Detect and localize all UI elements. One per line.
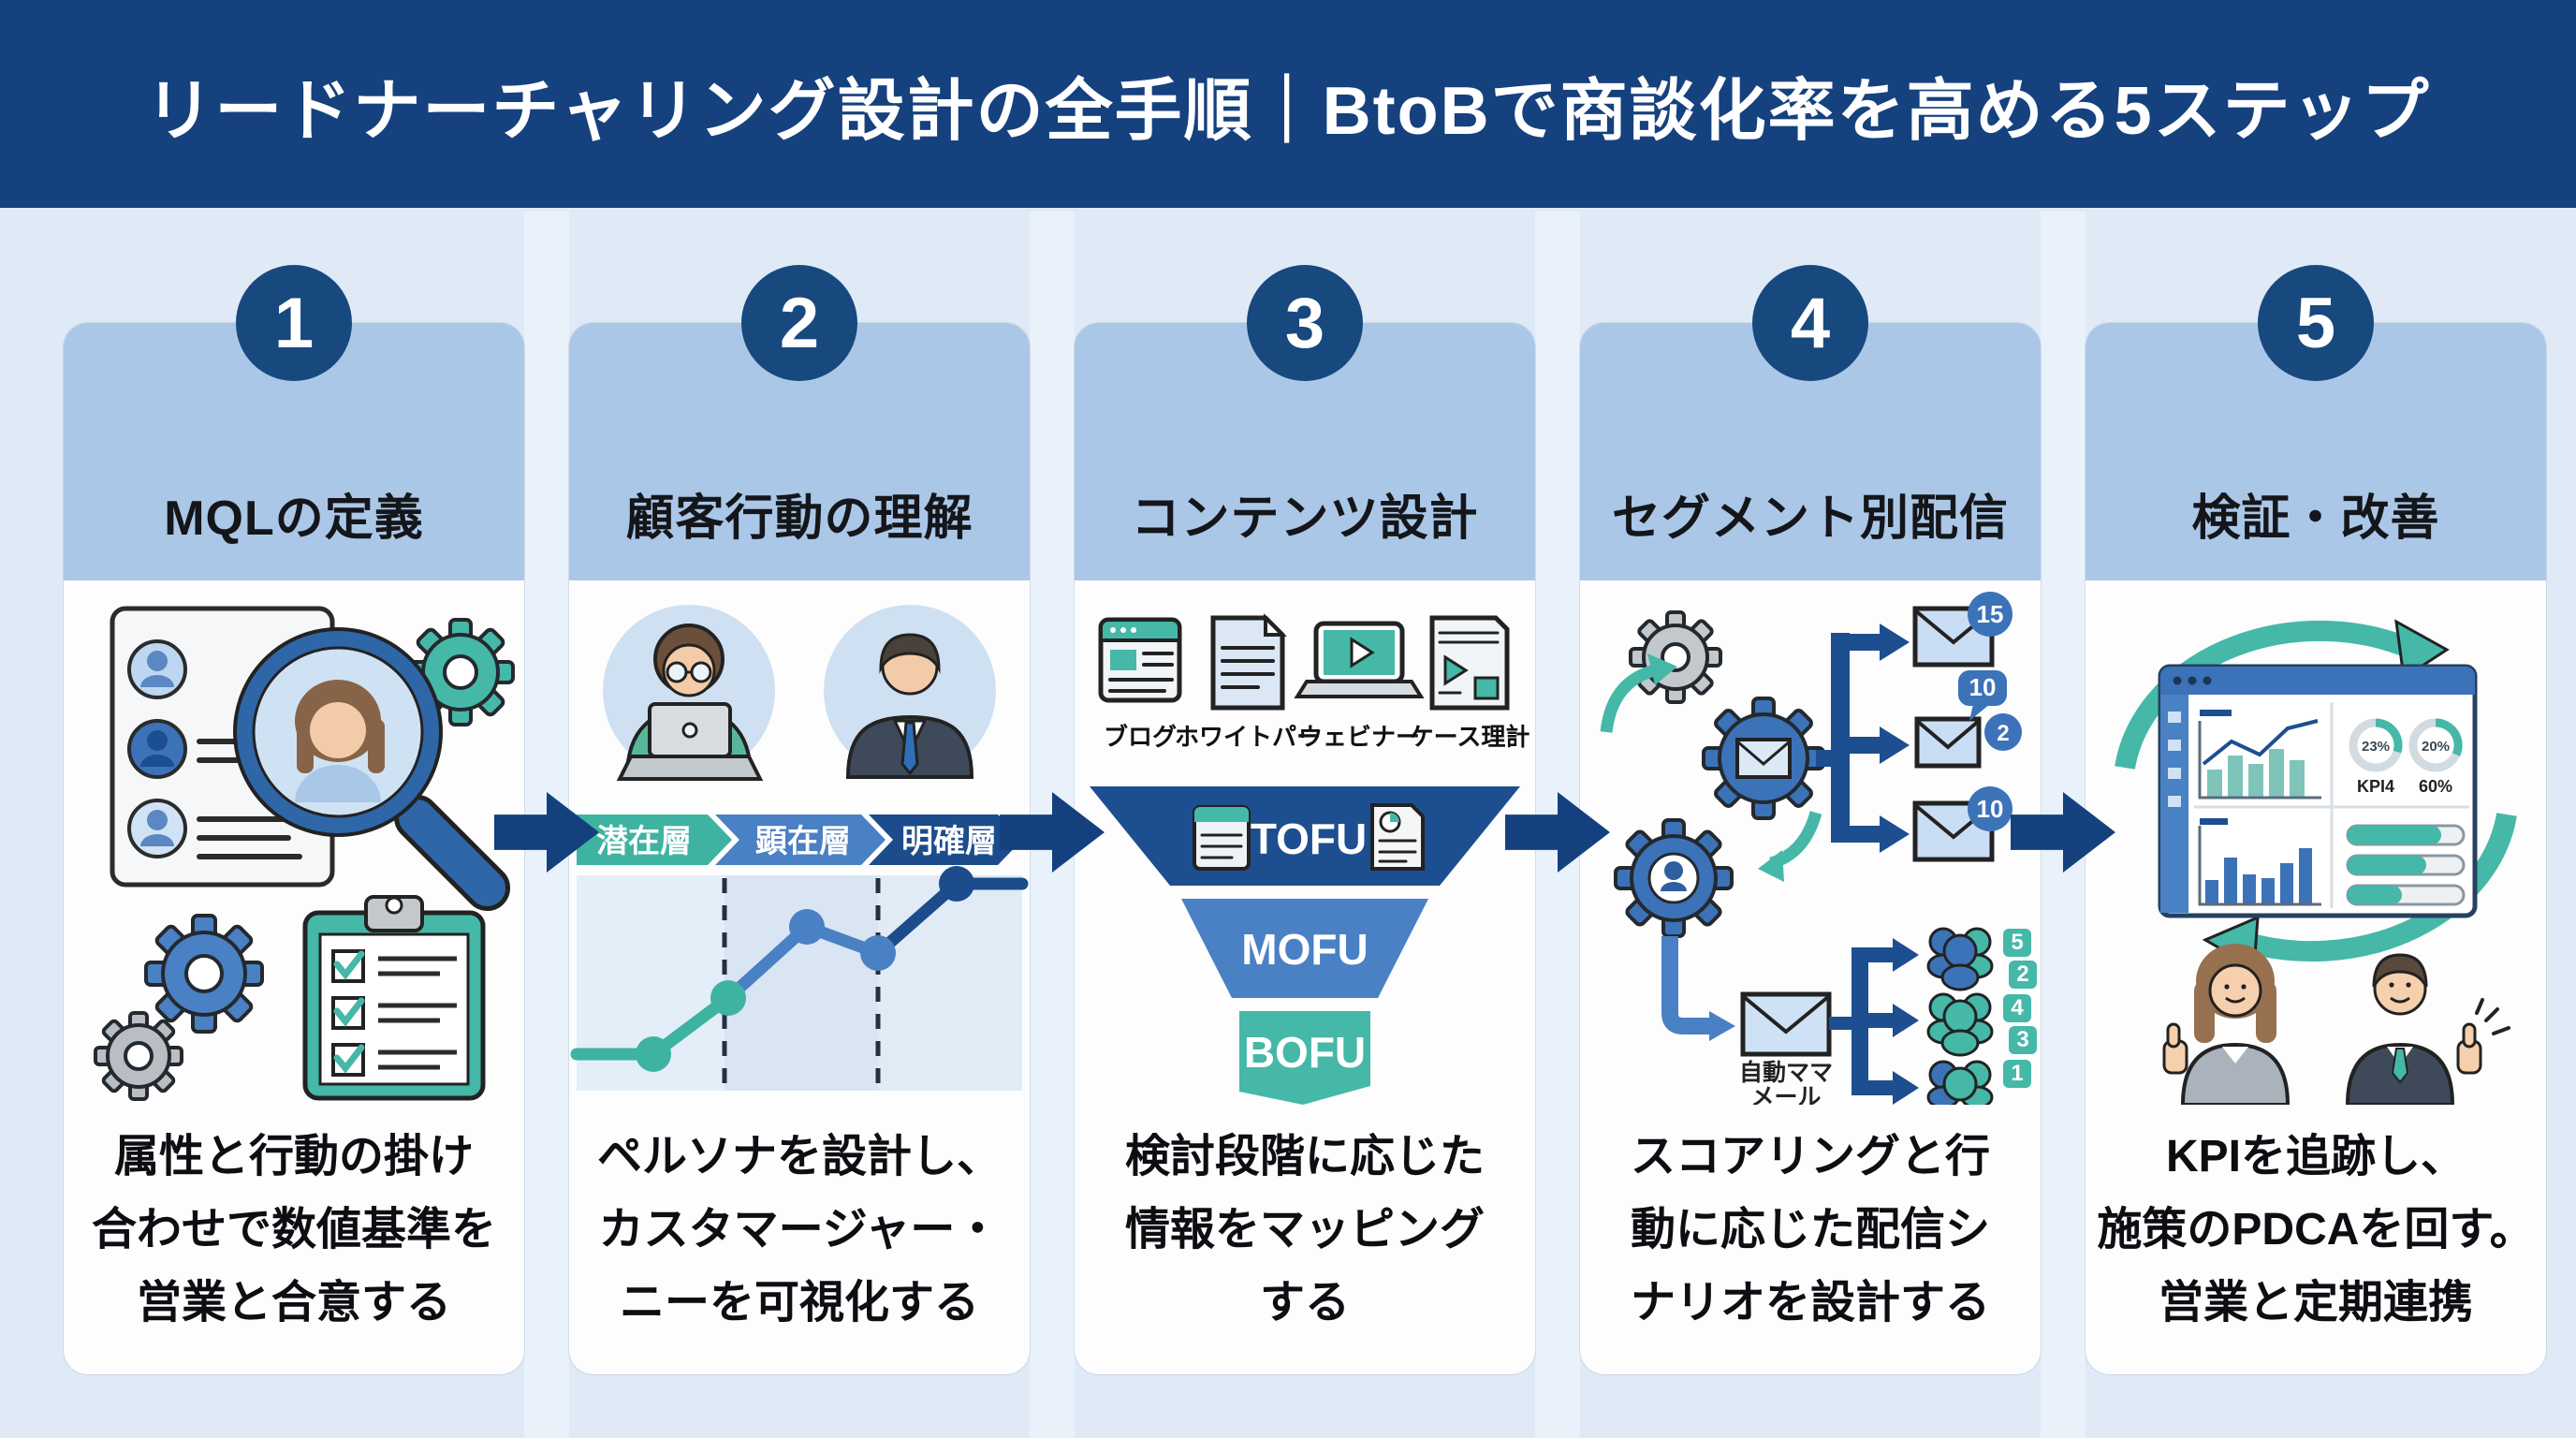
- email-icon: 10 2: [1914, 670, 2022, 769]
- gear-envelope-icon: [1702, 697, 1825, 820]
- step-4-caption: スコアリングと行 動に応じた配信シ ナリオを設計する: [1630, 1132, 1990, 1328]
- segment-branch: [1829, 938, 1919, 1105]
- webinar-label: ウェビナー: [1298, 723, 1420, 751]
- step-4-illustration: 15 10 2 10 自動ママ メール: [1600, 592, 2037, 1105]
- people-group-icon: 4 3: [1926, 992, 2037, 1057]
- step-1-number: 1: [273, 283, 315, 363]
- kpi-value: 60%: [2419, 777, 2452, 796]
- kpi-label: KPI4: [2357, 777, 2394, 796]
- cycle-arrow-icon: [1600, 664, 1657, 733]
- step-5-card: 5 検証・改善: [2086, 265, 2546, 1374]
- step-1-card: 1 MQLの定義: [64, 265, 524, 1374]
- gear-icon: [94, 1011, 183, 1101]
- group-badge-1: 1: [2011, 1061, 2023, 1086]
- step-4-number: 4: [1790, 283, 1831, 363]
- auto-mail-label-2: メール: [1750, 1084, 1821, 1105]
- page-title: リードナーチャリング設計の全手順｜BtoBで商談化率を高める5ステップ: [145, 73, 2431, 149]
- persona-laptop-avatar: [603, 605, 775, 781]
- gear-icon: [144, 914, 264, 1034]
- stage-label-2: 顕在層: [755, 824, 851, 859]
- step-2-number: 2: [779, 283, 820, 363]
- step-4-title: セグメント別配信: [1611, 492, 2009, 546]
- step-5-title: 検証・改善: [2191, 492, 2440, 546]
- step-3-card: 3 コンテンツ設計: [1075, 265, 1535, 1374]
- step-5-number-badge: 5: [2258, 265, 2374, 381]
- step-4-header: 4 セグメント別配信: [1580, 265, 2041, 580]
- donut-value-2: 20%: [2422, 739, 2450, 755]
- step-4-card: 4 セグメント別配信: [1580, 265, 2041, 1374]
- title-bar: リードナーチャリング設計の全手順｜BtoBで商談化率を高める5ステップ: [0, 0, 2576, 208]
- email-icon: 10: [1912, 786, 2012, 862]
- group-badge-3: 3: [2016, 1027, 2028, 1052]
- step-2-number-badge: 2: [741, 265, 857, 381]
- magnifier-icon: [233, 627, 511, 912]
- funnel-tofu-label: TOFU: [1251, 814, 1367, 863]
- pdca-loop-icon: [2115, 619, 2517, 971]
- step-1-caption: 属性と行動の掛け 合わせで数値基準を 営業と合意する: [91, 1132, 496, 1328]
- blog-icon: [1098, 617, 1182, 703]
- whitepaper-label: ホワイトパー: [1175, 723, 1321, 751]
- step-5-illustration: 23% 20% KPI4 60%: [2115, 619, 2517, 1105]
- step-3-illustration: ブログ ホワイトパー ウェビナー ケース理計 TOFU: [1090, 613, 1530, 1105]
- group-badge-5: 5: [2011, 930, 2023, 955]
- step-3-caption: 検討段階に応じた 情報をマッピング する: [1124, 1132, 1485, 1328]
- persona-suit-avatar: [824, 605, 996, 779]
- step-2-caption: ペルソナを設計し、 カスタマージャー・ ニーを可視化する: [596, 1132, 1002, 1328]
- funnel-diagram: TOFU MOFU BOFU: [1090, 786, 1520, 1105]
- email-branch: [1816, 624, 1910, 853]
- email-badge-10: 10: [1969, 673, 1997, 701]
- step-2-header: 2 顧客行動の理解: [569, 265, 1030, 580]
- gear-icon: [406, 618, 515, 726]
- stage-chevron-banner: 潜在層 顕在層 明確層: [577, 814, 1022, 865]
- kpi-dashboard: 23% 20% KPI4 60%: [2158, 664, 2478, 918]
- funnel-report-icon: [1370, 803, 1425, 871]
- step-5-caption: KPIを追跡し、 施策のPDCAを回す。 営業と定期連携: [2097, 1132, 2535, 1328]
- case-label: ケース理計: [1410, 723, 1530, 751]
- team-thumbs-up: [2162, 944, 2510, 1105]
- stage-label-3: 明確層: [901, 824, 997, 859]
- email-badge-10b: 10: [1977, 795, 2004, 823]
- people-group-icon: 1: [1926, 1060, 2031, 1105]
- step-4-number-badge: 4: [1752, 265, 1868, 381]
- funnel-mofu-label: MOFU: [1241, 925, 1368, 974]
- checklist-clipboard-icon: [302, 895, 486, 1101]
- webinar-icon: [1294, 621, 1425, 698]
- whitepaper-icon: [1210, 613, 1287, 711]
- email-icon: 15: [1912, 592, 2012, 668]
- donut-value-1: 23%: [2362, 739, 2390, 755]
- step-2-title: 顧客行動の理解: [625, 492, 973, 546]
- auto-mail-icon: [1740, 991, 1832, 1057]
- case-study-icon: [1429, 615, 1510, 711]
- step-2-illustration: 潜在層 顕在層 明確層: [570, 605, 1029, 1091]
- gear-person-icon: [1614, 818, 1734, 938]
- step-3-header: 3 コンテンツ設計: [1075, 265, 1535, 580]
- step-1-number-badge: 1: [236, 265, 352, 381]
- funnel-browser-icon: [1193, 805, 1251, 871]
- step-5-header: 5 検証・改善: [2086, 265, 2546, 580]
- funnel-bofu-label: BOFU: [1244, 1028, 1366, 1077]
- stage-label-1: 潜在層: [596, 824, 692, 859]
- step-5-number: 5: [2295, 283, 2336, 363]
- blog-label: ブログ: [1104, 723, 1177, 751]
- auto-mail-label-1: 自動ママ: [1739, 1060, 1833, 1086]
- email-badge-15: 15: [1977, 600, 2004, 628]
- group-badge-2: 2: [2016, 961, 2028, 987]
- people-group-icon: 5 2: [1926, 927, 2037, 991]
- step-1-illustration: [94, 606, 515, 1101]
- step-3-title: コンテンツ設計: [1131, 492, 1479, 546]
- step-1-header: 1 MQLの定義: [64, 265, 524, 580]
- step-3-number: 3: [1284, 283, 1325, 363]
- group-badge-4: 4: [2011, 995, 2024, 1020]
- step-3-number-badge: 3: [1247, 265, 1363, 381]
- email-badge-2: 2: [1997, 721, 2009, 746]
- step-2-card: 2 顧客行動の理解: [569, 265, 1030, 1374]
- step-1-title: MQLの定義: [164, 492, 424, 546]
- gear-icon: [1629, 610, 1722, 704]
- elbow-arrow: [1661, 936, 1709, 1034]
- engagement-chart: [570, 866, 1029, 1091]
